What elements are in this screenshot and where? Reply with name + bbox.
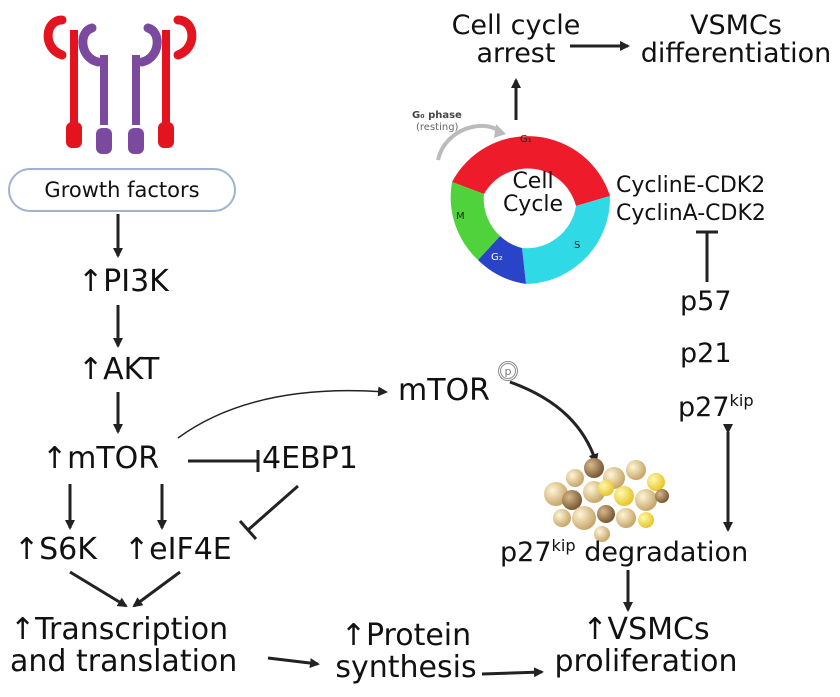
protein-synthesis-label: ↑Protein synthesis bbox=[326, 620, 486, 683]
arrow-protein-proliferation bbox=[481, 667, 544, 678]
arrow-s6k-transcription bbox=[69, 570, 128, 608]
cell-cycle-ring bbox=[436, 123, 611, 284]
arrow-mtor-phospho bbox=[177, 386, 388, 439]
cyclin-e-label: CyclinE-CDK2 bbox=[616, 173, 766, 198]
arrest-line2: arrest bbox=[476, 38, 556, 70]
vsmcs-proliferation-label: ↑VSMCs proliferation bbox=[536, 614, 756, 677]
g0-note: (resting) bbox=[416, 122, 459, 133]
degradation-particles-icon bbox=[544, 458, 669, 542]
protein-line1: ↑Protein bbox=[340, 618, 472, 653]
p27-degradation-label: p27kip degradation bbox=[500, 537, 748, 567]
center-line2: Cycle bbox=[502, 192, 564, 218]
degradation-base: p27 bbox=[500, 537, 552, 568]
arrest-line1: Cell cycle bbox=[451, 10, 581, 41]
cyclin-a-label: CyclinA-CDK2 bbox=[616, 201, 766, 226]
mtor-phospho-label: mTOR bbox=[398, 373, 491, 408]
m-label: M bbox=[456, 211, 465, 222]
growth-factors-label: Growth factors bbox=[44, 178, 200, 202]
g0-label: G₀ phase bbox=[412, 110, 462, 121]
vsmcs-differentiation-label: VSMCs differentiation bbox=[636, 10, 836, 70]
pi3k-label: ↑PI3K bbox=[78, 264, 169, 299]
s6k-label: ↑S6K bbox=[14, 532, 97, 567]
center-line1: Cell bbox=[512, 169, 554, 194]
eif4e-label: ↑eIF4E bbox=[124, 532, 232, 567]
arrow-mtorp-degradation bbox=[509, 380, 599, 464]
s-label: S bbox=[574, 240, 581, 251]
p57-label: p57 bbox=[680, 286, 732, 317]
p27-label: p27kip bbox=[678, 392, 754, 422]
4ebp1-label: 4EBP1 bbox=[262, 441, 358, 476]
mtor-label: ↑mTOR bbox=[42, 441, 160, 476]
phospho-circle: p bbox=[498, 361, 518, 381]
g2-label: G₂ bbox=[491, 252, 503, 263]
p27-base: p27 bbox=[678, 392, 730, 423]
differentiation-line2: differentiation bbox=[640, 38, 832, 70]
transcription-line1: ↑Transcription bbox=[10, 612, 229, 647]
receptor-icon bbox=[43, 15, 197, 154]
p21-label: p21 bbox=[680, 338, 732, 369]
differentiation-line1: VSMCs bbox=[690, 10, 782, 41]
akt-label: ↑AKT bbox=[78, 352, 160, 387]
phospho-symbol: p bbox=[504, 364, 512, 378]
arrow-eif4e-transcription bbox=[132, 570, 181, 608]
growth-factors-box: Growth factors bbox=[8, 168, 236, 212]
degradation-rest: degradation bbox=[575, 537, 749, 568]
protein-line2: synthesis bbox=[335, 649, 477, 685]
proliferation-line1: ↑VSMCs bbox=[582, 612, 710, 647]
g1-label: G₁ bbox=[520, 134, 532, 145]
transcription-line2: and translation bbox=[10, 643, 238, 679]
transcription-label: ↑Transcription and translation bbox=[10, 614, 237, 677]
cell-cycle-arrest-label: Cell cycle arrest bbox=[438, 10, 594, 70]
cell-cycle-center-label: Cell Cycle bbox=[488, 170, 578, 216]
proliferation-line2: proliferation bbox=[554, 643, 738, 679]
degradation-sup: kip bbox=[551, 536, 576, 555]
p27-sup: kip bbox=[729, 391, 754, 410]
inhibit-4ebp1-eif4e bbox=[247, 484, 299, 532]
arrow-transcription-protein bbox=[267, 656, 320, 669]
